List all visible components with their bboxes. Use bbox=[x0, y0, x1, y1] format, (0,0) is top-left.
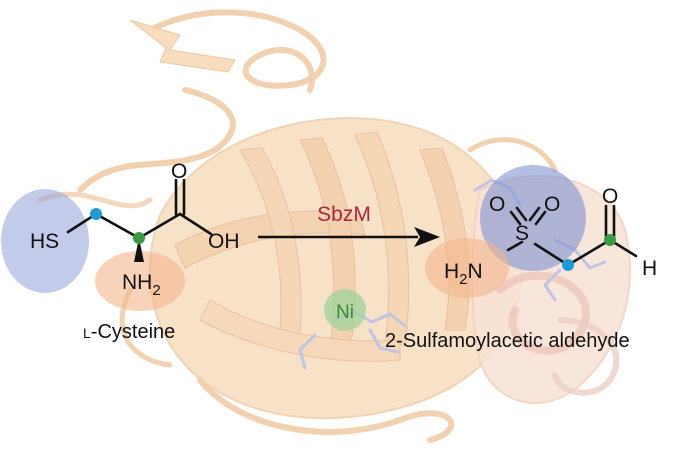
cysteine-amine-label: NH2 bbox=[122, 271, 161, 299]
product-oxo-right-label: O bbox=[544, 193, 560, 216]
amine-highlight-left bbox=[95, 251, 185, 311]
product-structure bbox=[506, 204, 638, 267]
product-amine-label: H2N bbox=[444, 260, 483, 288]
nickel-label: Ni bbox=[336, 302, 354, 323]
enzyme-label: SbzM bbox=[317, 203, 371, 226]
protein-top-loop bbox=[147, 9, 327, 93]
cysteine-thiol-label: HS bbox=[30, 230, 59, 253]
cysteine-beta-carbon bbox=[90, 208, 102, 220]
product-sulfur-label: S bbox=[515, 222, 529, 245]
product-carbonyl-carbon bbox=[604, 234, 616, 246]
cysteine-alpha-carbon bbox=[133, 232, 145, 244]
cysteine-name: L-Cysteine bbox=[83, 321, 175, 343]
reaction-arrow-head bbox=[414, 227, 440, 247]
cysteine-carbonyl-o-label: O bbox=[171, 160, 187, 183]
protein-strand-4 bbox=[354, 131, 410, 346]
protein-left-loop bbox=[77, 87, 236, 193]
product-aldehyde-o-label: O bbox=[602, 185, 618, 208]
protein-strand-1 bbox=[174, 210, 366, 269]
cysteine-hydroxyl-label: OH bbox=[208, 230, 240, 253]
product-name: 2-Sulfamoylacetic aldehyde bbox=[385, 330, 630, 352]
protein-ribbon bbox=[37, 9, 631, 443]
protein-right-loop-2 bbox=[467, 137, 558, 173]
protein-strand-6 bbox=[199, 299, 401, 362]
amine-highlight-right bbox=[425, 238, 509, 298]
product-oxo-left-label: O bbox=[489, 193, 505, 216]
cysteine-wedge-bond bbox=[134, 238, 144, 262]
protein-top-strand bbox=[129, 19, 236, 73]
protein-bottom-loop bbox=[197, 377, 455, 443]
protein-right-loop bbox=[552, 317, 620, 396]
thiol-highlight bbox=[1, 189, 89, 293]
product-aldehyde-h-label: H bbox=[642, 257, 657, 280]
product-alpha-carbon bbox=[562, 259, 574, 271]
nickel-ion bbox=[324, 289, 366, 331]
